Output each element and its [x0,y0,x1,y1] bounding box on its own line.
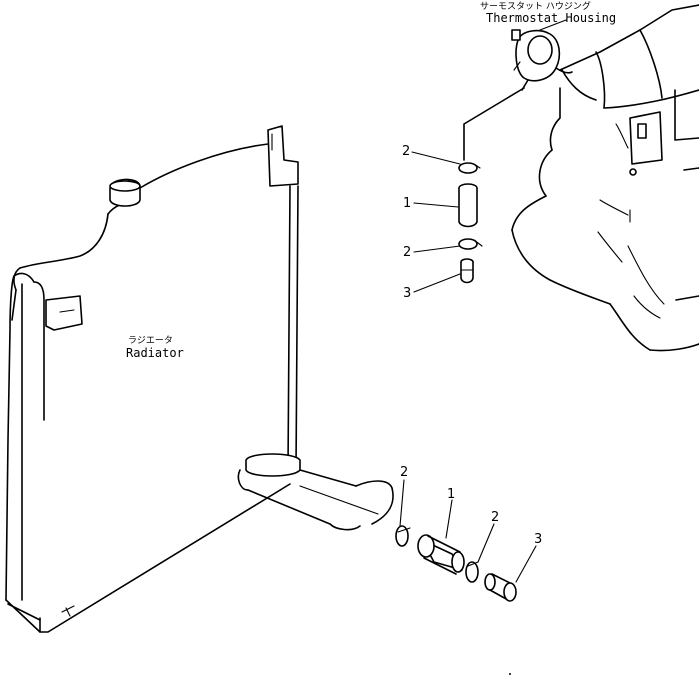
callout-lower-hose: 1 [447,487,455,502]
callout-leader-2b [413,245,461,253]
callout-leader-3a [413,273,461,293]
callout-leader-1a [413,202,459,208]
callout-lower-clamp-left: 2 [400,465,408,480]
stray-dot [509,673,511,675]
callout-upper-clamp-bottom: 2 [403,245,411,260]
thermostat-housing-label-jp: サーモスタット ハウジング [480,0,591,12]
callout-lower-pipe: 3 [534,532,542,547]
radiator-label-en: Radiator [126,346,184,360]
lower-clamp-left [395,525,411,547]
callout-leader-1b [445,499,453,539]
housing-leader-line [463,87,525,161]
thermostat-housing [511,19,573,91]
callout-leader-2a [411,151,461,165]
upper-clamp-bottom [458,238,483,250]
thermostat-housing-label-en: Thermostat Housing [486,11,616,25]
lower-clamp-right [465,561,479,583]
upper-hose [458,183,478,228]
callout-upper-clamp-top: 2 [402,144,410,159]
upper-pipe [460,258,474,284]
callout-leader-2c [399,479,405,527]
radiator [5,125,394,633]
lower-hose [417,534,465,575]
engine-block [511,4,699,352]
upper-clamp-top [458,162,481,174]
callout-lower-clamp-right: 2 [491,510,499,525]
lower-pipe [484,573,517,602]
radiator-label-jp: ラジエータ [128,335,173,346]
callout-upper-pipe: 3 [403,286,411,301]
callout-upper-hose: 1 [403,196,411,211]
callout-leader-3b [515,545,537,583]
callout-leader-2d [477,523,495,563]
